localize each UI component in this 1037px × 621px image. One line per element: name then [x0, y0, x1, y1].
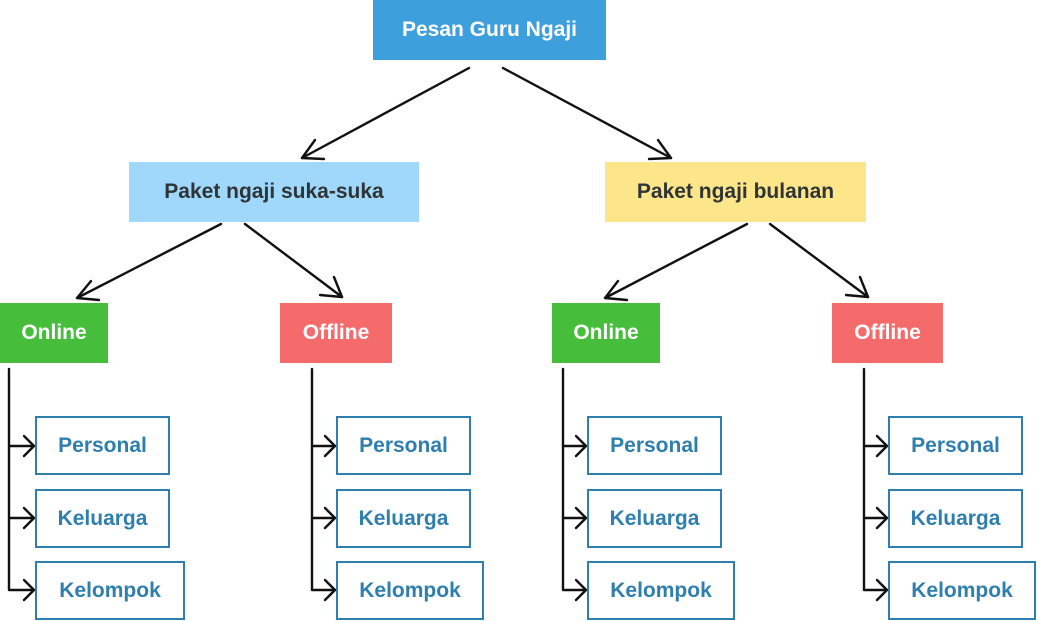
package-node-suka-suka: Paket ngaji suka-suka — [129, 162, 419, 222]
arrow-package-a-to-online — [75, 222, 223, 300]
arrowhead-icon — [75, 279, 101, 302]
mode-node-offline: Offline — [280, 303, 392, 363]
leaf-node-kelompok: Kelompok — [336, 561, 484, 620]
root-node: Pesan Guru Ngaji — [373, 0, 606, 60]
arrowhead-icon — [603, 279, 629, 302]
arrowhead-icon — [318, 275, 344, 299]
arrow-root-to-package-a — [300, 66, 471, 160]
arrowhead-icon — [300, 138, 326, 161]
arrow-package-a-to-offline — [243, 222, 344, 299]
leaf-node-personal: Personal — [888, 416, 1023, 475]
branch-online-a — [7, 367, 36, 602]
leaf-node-kelompok: Kelompok — [35, 561, 185, 620]
leaf-node-personal: Personal — [35, 416, 170, 475]
package-node-bulanan: Paket ngaji bulanan — [605, 162, 866, 222]
mode-node-offline: Offline — [832, 303, 943, 363]
arrowhead-icon — [647, 138, 673, 161]
leaf-node-keluarga: Keluarga — [35, 489, 170, 548]
leaf-node-keluarga: Keluarga — [336, 489, 471, 548]
leaf-node-personal: Personal — [336, 416, 471, 475]
mode-node-online: Online — [0, 303, 108, 363]
arrowhead-icon — [844, 275, 870, 299]
mode-node-online: Online — [552, 303, 660, 363]
leaf-node-kelompok: Kelompok — [587, 561, 735, 620]
branch-offline-b — [862, 367, 889, 602]
arrow-root-to-package-b — [501, 66, 673, 160]
leaf-node-personal: Personal — [587, 416, 722, 475]
arrow-package-b-to-offline — [768, 222, 870, 299]
branch-online-b — [561, 367, 588, 602]
branch-offline-a — [310, 367, 337, 602]
leaf-node-keluarga: Keluarga — [888, 489, 1023, 548]
arrow-package-b-to-online — [603, 222, 749, 300]
leaf-node-keluarga: Keluarga — [587, 489, 722, 548]
leaf-node-kelompok: Kelompok — [888, 561, 1036, 620]
